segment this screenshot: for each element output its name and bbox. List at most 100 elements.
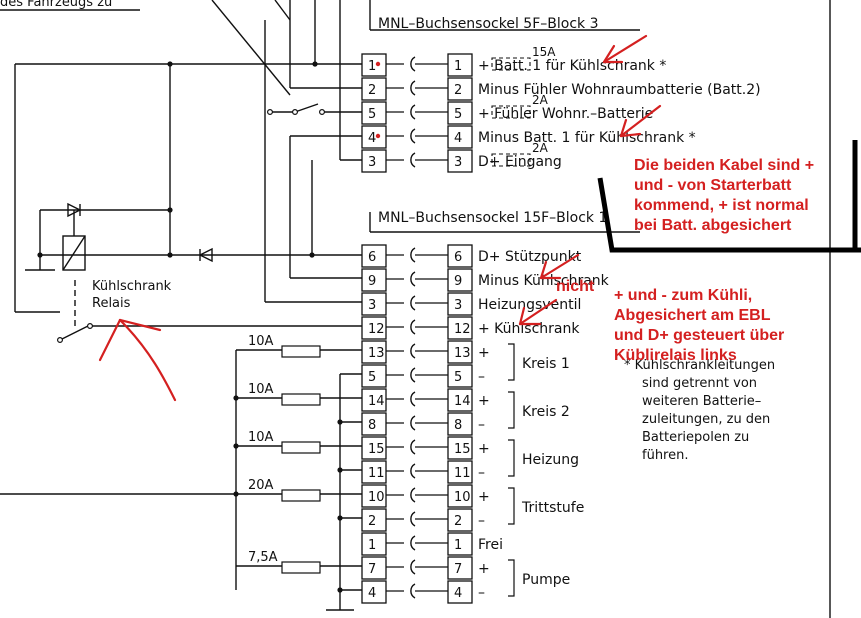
pin-description: + [478, 561, 490, 577]
annotation-line: und - von Starterbatt [634, 177, 792, 194]
pin-left-number: 14 [368, 394, 385, 409]
pin-right-number: 4 [454, 131, 462, 146]
socket-icon [410, 152, 416, 168]
pin-description: Heizungsventil [478, 297, 581, 313]
pin-box-right [447, 125, 473, 149]
footnote-line: führen. [642, 448, 688, 463]
pin-right-number: 1 [454, 59, 462, 74]
pin-box-left [361, 149, 387, 173]
annotation-line: Abgesichert am EBL [614, 307, 771, 324]
pin-description: – [478, 417, 485, 433]
pin-left-number: 6 [368, 250, 376, 265]
circuit-label: Heizung [522, 452, 579, 468]
annotation-box [597, 177, 861, 253]
pin-box-right [447, 484, 473, 508]
annotation-line: bei Batt. abgesichert [634, 217, 792, 234]
pin-box-left [361, 340, 387, 364]
pin-left-number: 3 [368, 155, 376, 170]
socket-icon [410, 295, 416, 311]
fuse-rating: 10A [248, 382, 274, 397]
pin-description: – [478, 585, 485, 601]
relay-label-line1: Kühlschrank [92, 279, 172, 294]
pin-box-left [361, 316, 387, 340]
pin-description: Minus Kühlschrank [478, 273, 610, 289]
pin-box-left [361, 412, 387, 436]
annotation-box-text: Die beiden Kabel sind + und - von Starter… [634, 157, 814, 234]
pin-description: + [478, 345, 490, 361]
pin-left-number: 5 [368, 370, 376, 385]
socket-icon [410, 463, 416, 479]
pin-description: – [478, 369, 485, 385]
pin-description: + [478, 489, 490, 505]
pin-box-right [447, 580, 473, 604]
fuse-rating: 10A [248, 430, 274, 445]
pin-box-right [447, 268, 473, 292]
pin-box-left [361, 580, 387, 604]
annotation-nicht: nicht [556, 278, 595, 295]
wiring-lines [0, 0, 831, 618]
annotation-line: Küblirelais links [614, 347, 737, 364]
pin-box-left [361, 244, 387, 268]
socket-icon [410, 535, 416, 551]
annotation-line: Die beiden Kabel sind + [634, 157, 814, 174]
pin-left-number: 7 [368, 562, 376, 577]
pin-left-number: 1 [368, 59, 376, 74]
pin-left-number: 2 [368, 514, 376, 529]
annotation-line: kommend, + ist normal [634, 197, 809, 214]
footnote-line: weiteren Batterie– [642, 394, 761, 409]
footnote-line: zuleitungen, zu den [642, 412, 770, 427]
pin-left-number: 5 [368, 107, 376, 122]
pin-left-number: 9 [368, 274, 376, 289]
pin-box-left [361, 460, 387, 484]
pin-description: + [478, 441, 490, 457]
circuit-label: Pumpe [522, 572, 570, 588]
pin-box-left [361, 292, 387, 316]
pin-description: + Batt. 1 für Kühlschrank * [478, 58, 666, 74]
pin-box-left [361, 125, 387, 149]
pin-right-number: 8 [454, 418, 462, 433]
pin-right-number: 11 [454, 466, 471, 481]
pin-left-number: 15 [368, 442, 385, 457]
pin-description: Frei [478, 537, 503, 553]
pin-right-number: 14 [454, 394, 471, 409]
socket-icon [410, 56, 416, 72]
pin-box-left [361, 436, 387, 460]
pin-right-number: 4 [454, 586, 462, 601]
fuse-rating: 2A [532, 93, 549, 107]
pin-right-number: 15 [454, 442, 471, 457]
fuse-icon [281, 489, 321, 502]
pin-box-right [447, 149, 473, 173]
socket-icon [410, 80, 416, 96]
socket-icon [410, 104, 416, 120]
pin-left-number: 8 [368, 418, 376, 433]
block-top-title: MNL–Buchsensockel 5F–Block 3 [378, 16, 598, 32]
pin-box-right [447, 244, 473, 268]
pin-box-left [361, 53, 387, 77]
pin-description: – [478, 465, 485, 481]
pin-row: 15 15 +10A [248, 430, 490, 460]
pin-box-right [447, 436, 473, 460]
socket-icon [410, 128, 416, 144]
socket-icon [410, 415, 416, 431]
socket-icon [410, 439, 416, 455]
footnote-line: sind getrennt von [642, 376, 757, 391]
pin-box-right [447, 101, 473, 125]
pin-left-number: 3 [368, 298, 376, 313]
pin-right-number: 3 [454, 155, 462, 170]
pin-description: Minus Fühler Wohnraumbatterie (Batt.2) [478, 82, 761, 98]
pin-left-number: 4 [368, 131, 376, 146]
pin-box-left [361, 388, 387, 412]
pin-box-right [447, 460, 473, 484]
